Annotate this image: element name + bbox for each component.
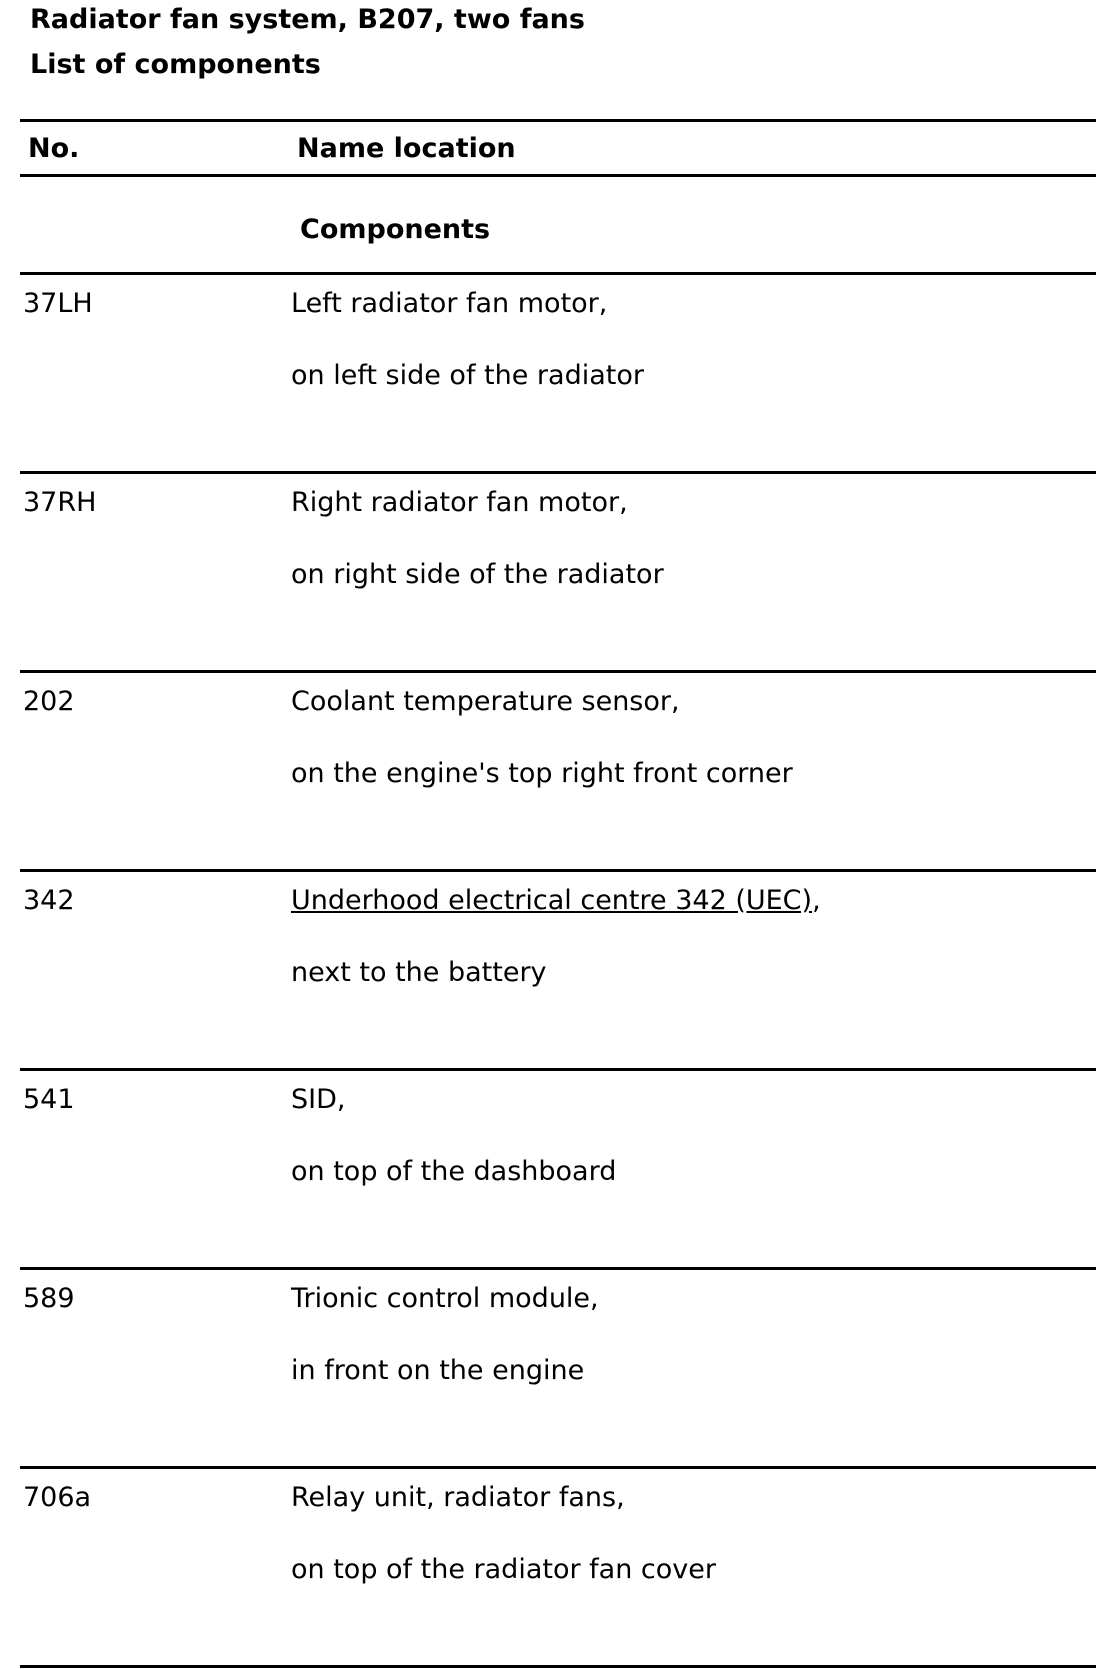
component-location: on top of the radiator fan cover — [291, 1554, 716, 1585]
column-header-name-location: Name location — [297, 133, 516, 164]
row-divider — [20, 1068, 1096, 1071]
table-row: 541 SID, on top of the dashboard — [0, 1072, 1120, 1271]
table-top-rule — [20, 119, 1096, 122]
column-header-no: No. — [28, 133, 80, 164]
component-location: on top of the dashboard — [291, 1156, 617, 1187]
component-number: 37RH — [23, 487, 97, 518]
component-name-suffix: , — [812, 885, 821, 916]
component-name: Coolant temperature sensor, — [291, 686, 680, 717]
document-title: Radiator fan system, B207, two fans — [30, 4, 585, 35]
uec-link[interactable]: Underhood electrical centre 342 (UEC) — [291, 885, 813, 916]
table-row: 706a Relay unit, radiator fans, on top o… — [0, 1470, 1120, 1669]
section-label-components: Components — [300, 214, 491, 245]
component-number: 37LH — [23, 288, 93, 319]
component-name: Relay unit, radiator fans, — [291, 1482, 625, 1513]
row-divider — [20, 869, 1096, 872]
section-rule — [20, 272, 1096, 275]
component-location: in front on the engine — [291, 1355, 585, 1386]
component-name: SID, — [291, 1084, 346, 1115]
component-number: 706a — [23, 1482, 92, 1513]
component-location: on left side of the radiator — [291, 360, 644, 391]
table-row: 589 Trionic control module, in front on … — [0, 1271, 1120, 1470]
table-bottom-rule — [20, 1665, 1096, 1668]
row-divider — [20, 1267, 1096, 1270]
component-location: on right side of the radiator — [291, 559, 664, 590]
table-header-rule — [20, 174, 1096, 177]
table-row: 37RH Right radiator fan motor, on right … — [0, 475, 1120, 674]
row-divider — [20, 471, 1096, 474]
component-number: 589 — [23, 1283, 75, 1314]
component-name: Underhood electrical centre 342 (UEC), — [291, 885, 821, 917]
table-row: 37LH Left radiator fan motor, on left si… — [0, 276, 1120, 475]
document-subtitle: List of components — [30, 49, 321, 80]
component-location: on the engine's top right front corner — [291, 758, 793, 789]
row-divider — [20, 670, 1096, 673]
component-number: 202 — [23, 686, 75, 717]
component-name: Left radiator fan motor, — [291, 288, 608, 319]
component-number: 541 — [23, 1084, 75, 1115]
component-location: next to the battery — [291, 957, 547, 988]
table-row: 202 Coolant temperature sensor, on the e… — [0, 674, 1120, 873]
row-divider — [20, 1466, 1096, 1469]
table-row: 342 Underhood electrical centre 342 (UEC… — [0, 873, 1120, 1072]
component-number: 342 — [23, 885, 75, 916]
component-name: Trionic control module, — [291, 1283, 599, 1314]
component-name: Right radiator fan motor, — [291, 487, 628, 518]
